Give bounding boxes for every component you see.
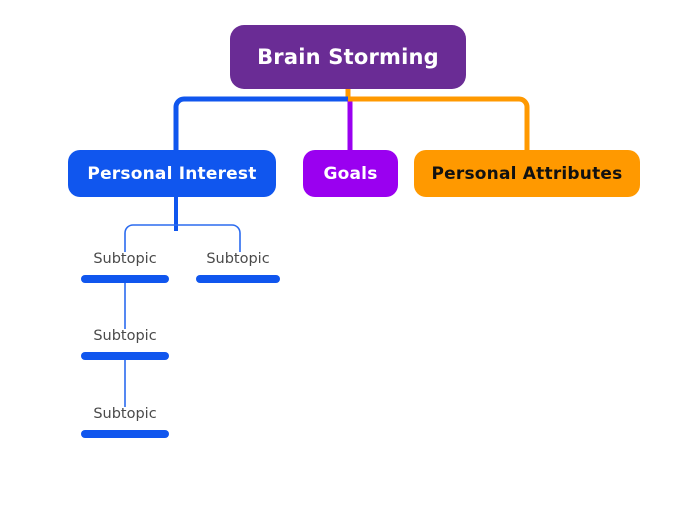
node-personal-attributes-label: Personal Attributes <box>431 163 623 184</box>
node-subtopic-4[interactable]: Subtopic <box>81 407 169 438</box>
node-goals-label: Goals <box>323 163 378 184</box>
node-subtopic-3[interactable]: Subtopic <box>81 329 169 360</box>
node-subtopic-1-label: Subtopic <box>93 251 157 267</box>
subtopic-4-bar <box>81 429 169 438</box>
node-subtopic-2-label: Subtopic <box>206 251 270 267</box>
subtopic-1-bar <box>81 274 169 283</box>
node-subtopic-1[interactable]: Subtopic <box>81 252 169 283</box>
connector-fork-to-subtopic-2 <box>176 224 241 252</box>
node-root-brain-storming[interactable]: Brain Storming <box>230 25 466 89</box>
node-personal-interest[interactable]: Personal Interest <box>68 150 276 197</box>
connector-root-to-personal-interest <box>173 96 348 150</box>
subtopic-3-bar <box>81 351 169 360</box>
connector-fork-to-subtopic-1 <box>124 224 176 252</box>
node-root-label: Brain Storming <box>257 45 439 69</box>
node-subtopic-4-label: Subtopic <box>93 406 157 422</box>
connector-root-to-personal-attributes <box>348 96 530 150</box>
node-personal-attributes[interactable]: Personal Attributes <box>414 150 640 197</box>
node-personal-interest-label: Personal Interest <box>87 163 257 184</box>
node-subtopic-2[interactable]: Subtopic <box>196 252 280 283</box>
subtopic-2-bar <box>196 274 280 283</box>
node-goals[interactable]: Goals <box>303 150 398 197</box>
node-subtopic-3-label: Subtopic <box>93 328 157 344</box>
